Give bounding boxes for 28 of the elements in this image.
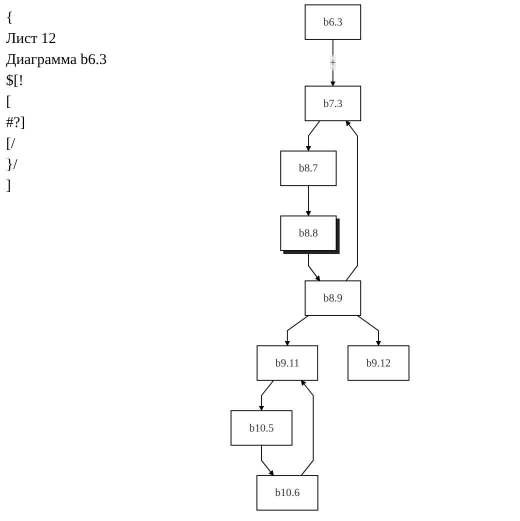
arrow bbox=[300, 380, 314, 476]
arrow bbox=[258, 380, 274, 411]
node-box: b9.11 bbox=[256, 345, 318, 381]
arrow bbox=[308, 250, 320, 282]
note-text: #?] bbox=[6, 115, 26, 132]
note-text: }/ bbox=[6, 157, 18, 174]
note-text: [/ bbox=[6, 136, 16, 153]
note-text: Лист 12 bbox=[6, 31, 58, 48]
node-box: b10.6 bbox=[256, 475, 318, 511]
arrow bbox=[346, 120, 358, 282]
note-text: Диаграмма b6.3 bbox=[6, 52, 108, 69]
node-box: b8.9 bbox=[304, 280, 362, 316]
note-text: ] bbox=[6, 178, 12, 195]
node-box: b10.5 bbox=[230, 410, 292, 446]
arrow bbox=[261, 444, 274, 476]
arrow bbox=[306, 185, 312, 216]
edge-label: + bbox=[330, 56, 336, 69]
arrow bbox=[284, 314, 310, 346]
node-box: b6.3 bbox=[304, 4, 362, 40]
arrow bbox=[356, 314, 382, 346]
note-text: { bbox=[6, 10, 14, 27]
node-box: b7.3 bbox=[304, 86, 362, 122]
node-box: b9.12 bbox=[348, 345, 410, 381]
note-text: $[! bbox=[6, 73, 24, 90]
node-box: b8.8 bbox=[280, 216, 337, 251]
note-text: [ bbox=[6, 94, 12, 111]
arrow bbox=[306, 120, 320, 152]
node-box: b8.7 bbox=[280, 150, 337, 186]
